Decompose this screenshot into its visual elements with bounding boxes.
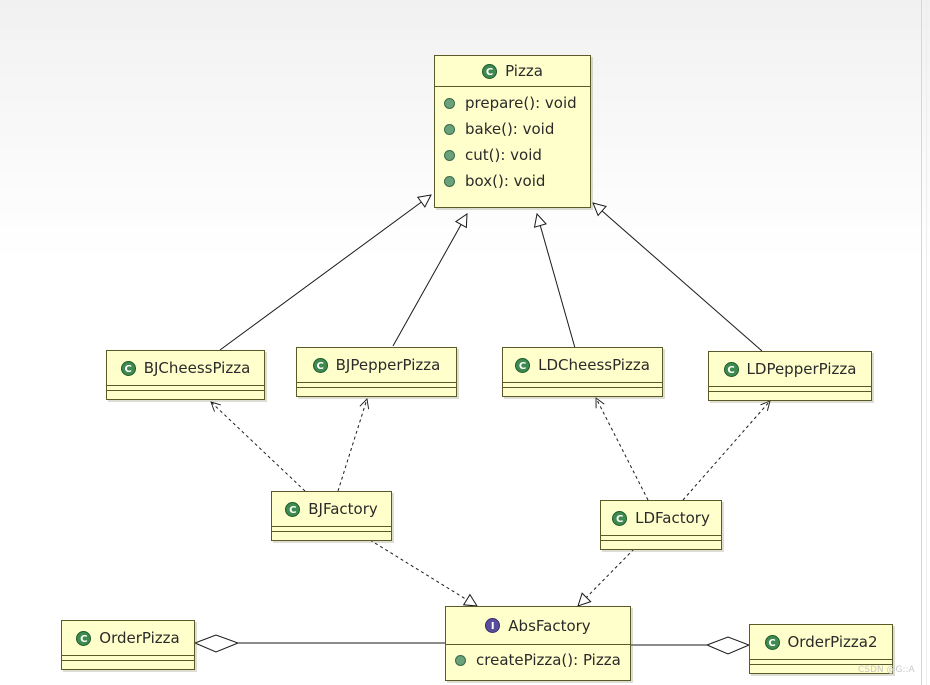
class-name: LDCheessPizza (538, 356, 650, 374)
methods-compartment (107, 390, 264, 395)
attributes-compartment (750, 659, 892, 664)
attributes-compartment (107, 385, 264, 390)
class-icon: C (285, 501, 301, 517)
realization-line (369, 539, 477, 606)
dependency-line (337, 399, 367, 492)
attributes-compartment (272, 526, 391, 531)
public-method-icon (444, 149, 455, 161)
interface-abs-factory[interactable]: I AbsFactory createPizza(): Pizza (445, 606, 631, 681)
class-name: Pizza (505, 62, 543, 80)
method-item[interactable]: cut(): void (444, 142, 584, 168)
class-header: C BJCheessPizza (107, 351, 264, 385)
class-ld-pepper-pizza[interactable]: C LDPepperPizza (708, 351, 872, 401)
class-name: LDPepperPizza (746, 360, 857, 378)
aggregation-diamond (705, 636, 751, 655)
class-bj-factory[interactable]: C BJFactory (271, 491, 392, 541)
class-icon: C (515, 357, 531, 373)
public-method-icon (444, 123, 455, 135)
class-header: C Pizza (435, 56, 590, 86)
methods-compartment: prepare(): void bake(): void cut(): void… (435, 86, 590, 198)
class-header: C OrderPizza2 (750, 625, 892, 659)
method-signature: bake(): void (465, 120, 555, 138)
class-icon: C (120, 360, 136, 376)
class-header: C LDCheessPizza (503, 348, 662, 382)
dependency-line (682, 401, 770, 501)
generalization-line (219, 195, 431, 351)
methods-compartment (601, 540, 721, 545)
realization-line (578, 548, 635, 606)
window-edge-shadow (926, 0, 927, 685)
attributes-compartment (601, 535, 721, 540)
generalization-line (537, 214, 576, 349)
attributes-compartment (503, 382, 662, 387)
interface-icon: I (485, 618, 501, 633)
class-name: AbsFactory (508, 616, 591, 635)
dependency-line (211, 402, 306, 492)
aggregation-diamond (193, 634, 240, 653)
class-header: C BJFactory (272, 492, 391, 526)
method-item[interactable]: prepare(): void (444, 90, 584, 116)
class-icon: C (312, 357, 328, 373)
methods-compartment (297, 387, 456, 392)
generalization-line (593, 203, 763, 352)
class-order-pizza[interactable]: C OrderPizza (61, 620, 195, 670)
class-name: BJCheessPizza (143, 359, 251, 377)
class-icon: C (76, 630, 92, 646)
methods-compartment (750, 664, 892, 669)
class-order-pizza2[interactable]: C OrderPizza2 (749, 624, 893, 674)
class-icon: C (482, 63, 498, 79)
class-bj-pepper-pizza[interactable]: C BJPepperPizza (296, 347, 457, 397)
class-bj-chees-pizza[interactable]: C BJCheessPizza (106, 350, 265, 400)
methods-compartment (272, 531, 391, 536)
window-edge (921, 0, 922, 685)
class-icon: C (764, 634, 780, 650)
class-pizza[interactable]: C Pizza prepare(): void bake(): void cut… (434, 55, 591, 208)
public-method-icon (444, 97, 455, 109)
class-ld-chees-pizza[interactable]: C LDCheessPizza (502, 347, 663, 397)
attributes-compartment (709, 386, 871, 391)
methods-compartment (503, 387, 662, 392)
method-item[interactable]: bake(): void (444, 116, 584, 142)
class-name: OrderPizza (99, 629, 180, 647)
methods-compartment (709, 391, 871, 396)
class-header: C LDFactory (601, 501, 721, 535)
dependency-line (596, 398, 649, 501)
method-signature: prepare(): void (465, 94, 577, 112)
class-name: BJPepperPizza (335, 356, 441, 374)
method-signature: cut(): void (465, 146, 542, 164)
methods-compartment: createPizza(): Pizza (446, 644, 630, 677)
class-header: C OrderPizza (62, 621, 194, 655)
class-header: C LDPepperPizza (709, 352, 871, 386)
public-method-icon (444, 175, 455, 187)
class-name: LDFactory (635, 509, 710, 527)
method-signature: createPizza(): Pizza (476, 651, 621, 669)
method-item[interactable]: createPizza(): Pizza (455, 647, 624, 673)
class-name: BJFactory (308, 500, 378, 518)
class-ld-factory[interactable]: C LDFactory (600, 500, 722, 550)
watermark: CSDN @G::A (858, 665, 915, 675)
attributes-compartment (62, 655, 194, 660)
attributes-compartment (297, 382, 456, 387)
method-signature: box(): void (465, 172, 546, 190)
methods-compartment (62, 660, 194, 665)
class-icon: C (612, 510, 628, 526)
public-method-icon (455, 654, 466, 666)
class-name: OrderPizza2 (787, 633, 878, 651)
method-item[interactable]: box(): void (444, 168, 584, 194)
generalization-line (392, 214, 467, 347)
class-icon: C (723, 361, 739, 377)
class-header: C BJPepperPizza (297, 348, 456, 382)
class-header: I AbsFactory (446, 607, 630, 644)
